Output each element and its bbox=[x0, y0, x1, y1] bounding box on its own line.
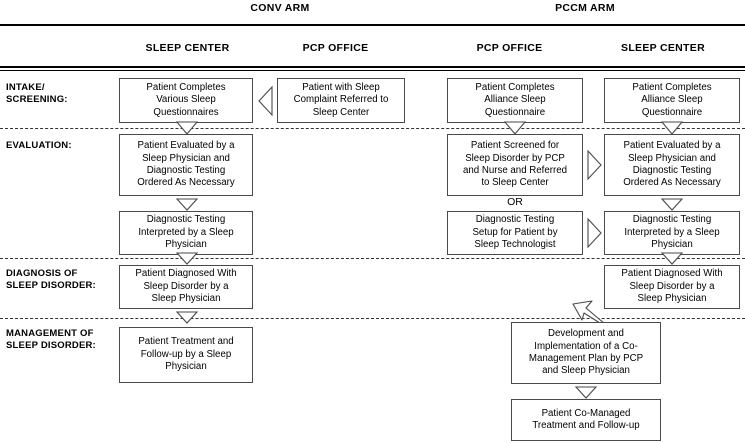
separator-evaluation-diagnosis bbox=[0, 258, 745, 259]
box-conv-management[interactable]: Patient Treatment and Follow-up by a Sle… bbox=[119, 327, 253, 383]
stage-label-management: MANAGEMENT OF SLEEP DISORDER: bbox=[6, 328, 96, 351]
arrow-down-pccm-sc-intake-to-eval bbox=[660, 121, 684, 135]
box-conv-eval-interpretation[interactable]: Diagnostic Testing Interpreted by a Slee… bbox=[119, 211, 253, 255]
box-pccm-eval-evaluated[interactable]: Patient Evaluated by a Sleep Physician a… bbox=[604, 134, 740, 196]
arrow-left-conv-intake bbox=[258, 85, 274, 117]
arrow-down-conv-diagnosis-to-management bbox=[175, 311, 199, 324]
box-pccm-management-plan[interactable]: Development and Implementation of a Co- … bbox=[511, 322, 661, 384]
venue-label-pccm-sleep-center: SLEEP CENTER bbox=[621, 42, 705, 54]
arm-title-conv: CONV ARM bbox=[250, 2, 310, 14]
stage-label-evaluation: EVALUATION: bbox=[6, 140, 72, 151]
box-conv-intake-pcp-office[interactable]: Patient with Sleep Complaint Referred to… bbox=[277, 78, 405, 123]
box-pccm-diagnosis[interactable]: Patient Diagnosed With Sleep Disorder by… bbox=[604, 265, 740, 309]
arrow-right-pccm-setup-to-interpretation bbox=[586, 217, 602, 249]
separator-diagnosis-management bbox=[0, 318, 745, 319]
box-conv-eval-evaluated[interactable]: Patient Evaluated by a Sleep Physician a… bbox=[119, 134, 253, 196]
arrow-down-pccm-eval-to-interpretation bbox=[660, 198, 684, 211]
box-pccm-eval-interpretation[interactable]: Diagnostic Testing Interpreted by a Slee… bbox=[604, 211, 740, 255]
box-conv-intake-sleep-center[interactable]: Patient Completes Various Sleep Question… bbox=[119, 78, 253, 123]
stage-label-intake-screening: INTAKE/ SCREENING: bbox=[6, 82, 68, 105]
rule-header-bottom-thick bbox=[0, 66, 745, 68]
box-pccm-eval-testing-setup[interactable]: Diagnostic Testing Setup for Patient by … bbox=[447, 211, 583, 255]
arrow-down-pccm-eval-to-diagnosis bbox=[660, 252, 684, 265]
arrow-right-pccm-screened-to-evaluated bbox=[586, 149, 602, 181]
arrow-down-pccm-pcp-intake-to-eval bbox=[503, 121, 527, 135]
or-label: OR bbox=[507, 196, 523, 208]
stage-label-diagnosis: DIAGNOSIS OF SLEEP DISORDER: bbox=[6, 268, 96, 291]
box-pccm-intake-pcp-office[interactable]: Patient Completes Alliance Sleep Questio… bbox=[447, 78, 583, 123]
box-conv-diagnosis[interactable]: Patient Diagnosed With Sleep Disorder by… bbox=[119, 265, 253, 309]
venue-label-conv-pcp-office: PCP OFFICE bbox=[302, 42, 369, 54]
box-pccm-management-comanaged[interactable]: Patient Co-Managed Treatment and Follow-… bbox=[511, 399, 661, 441]
box-pccm-intake-sleep-center[interactable]: Patient Completes Alliance Sleep Questio… bbox=[604, 78, 740, 123]
box-pccm-eval-screened[interactable]: Patient Screened for Sleep Disorder by P… bbox=[447, 134, 583, 196]
rule-top bbox=[0, 24, 745, 26]
venue-label-conv-sleep-center: SLEEP CENTER bbox=[145, 42, 230, 54]
arrow-down-pccm-plan-to-comanaged bbox=[574, 386, 598, 399]
rule-header-bottom-thin bbox=[0, 70, 745, 71]
arrow-down-conv-eval-to-interpretation bbox=[175, 198, 199, 211]
venue-label-pccm-pcp-office: PCP OFFICE bbox=[476, 42, 543, 54]
arrow-down-conv-eval-to-diagnosis bbox=[175, 252, 199, 265]
arm-title-pccm: PCCM ARM bbox=[555, 2, 615, 14]
separator-intake-evaluation bbox=[0, 128, 745, 129]
arrow-down-conv-intake-to-eval bbox=[175, 121, 199, 135]
